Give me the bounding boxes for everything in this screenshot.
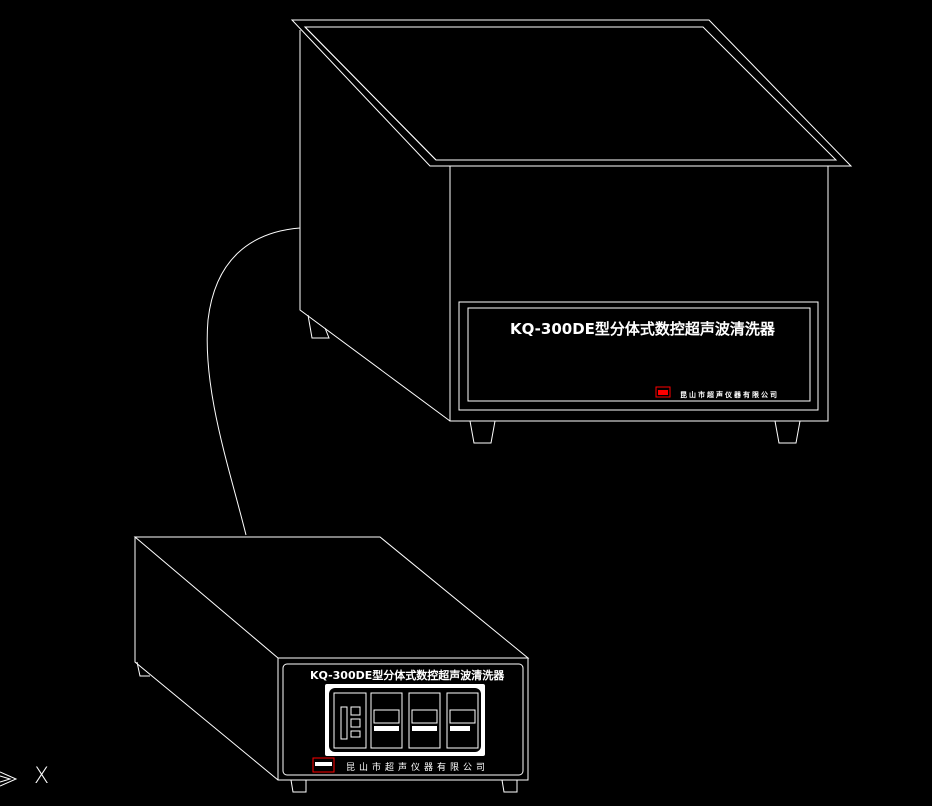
tank-rim-outer [290,19,853,167]
tank-foot [469,420,496,444]
controller-foot [136,661,150,677]
ultrasonic-controller [133,536,530,793]
temperature-module[interactable] [446,692,479,749]
controller-front-face [277,657,529,781]
control-modules [333,692,479,749]
tank-front-face [449,165,829,422]
timer-module[interactable] [370,692,403,749]
controller-model-title: KQ-300DE型分体式数控超声波清洗器 [310,669,505,682]
controller-top-face [133,536,530,659]
tank-side-face [299,30,451,422]
ucs-icon [0,771,18,787]
controller-foot [501,779,518,793]
tank-rim-inner [303,26,838,161]
ucs-x-axis-label: X [34,764,50,789]
tank-foot [307,314,330,339]
tank-panel-inner [467,307,811,402]
power-module[interactable] [408,692,441,749]
ultrasonic-tank [290,19,853,444]
controller-side-face [134,537,279,781]
switch-module[interactable] [333,692,367,749]
controller-company-name: 昆山市超声仪器有限公司 [346,763,490,773]
tank-foot [774,420,801,444]
controller-panel [282,663,524,776]
controller-logo [312,757,335,773]
controller-foot [290,779,307,793]
connecting-cable [206,227,301,536]
tank-panel-outer [458,301,819,411]
tank-logo [655,386,671,398]
tank-model-title: KQ-300DE型分体式数控超声波清洗器 [510,320,775,338]
tank-company-name: 昆山市超声仪器有限公司 [680,391,779,399]
